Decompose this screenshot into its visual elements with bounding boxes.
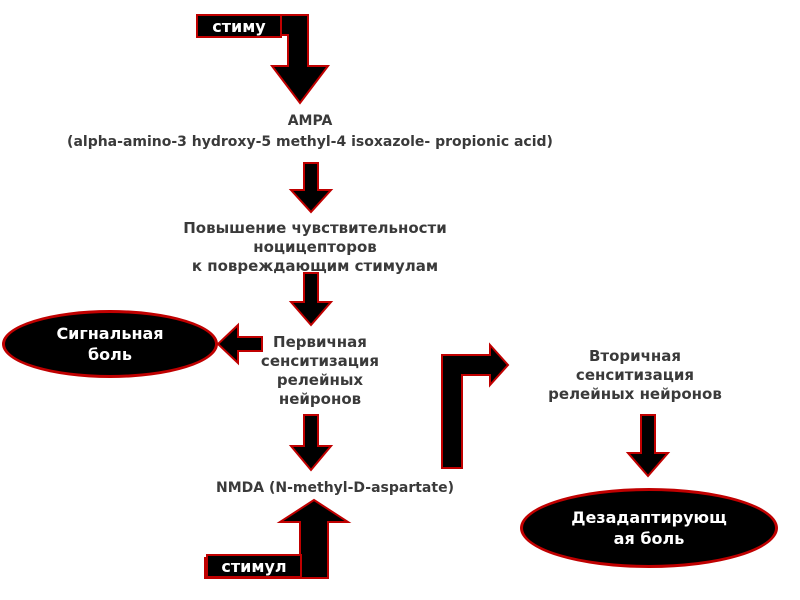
arrow-primary-to-signal-pain	[216, 322, 263, 366]
primary-sensitization-text: Первичная сенситизация релейных нейронов	[260, 333, 380, 408]
arrow-secondary-to-maladaptive	[625, 414, 671, 478]
stimulus-top-label: стиму	[196, 14, 282, 38]
maladaptive-pain-oval: Дезадаптирующ ая боль	[520, 488, 778, 568]
signal-pain-oval: Сигнальная боль	[2, 310, 218, 378]
arrow-ampa-to-sensitivity	[288, 162, 334, 214]
secondary-sensitization-text: Вторичная сенситизация релейных нейронов	[548, 347, 722, 403]
stimulus-bottom-label: стимул	[206, 554, 302, 578]
increase-sensitivity-text: Повышение чувствительности ноцицепторов …	[183, 219, 447, 275]
ampa-name: AMPA	[287, 113, 333, 129]
ampa-full-name: (alpha-amino-3 hydroxy-5 methyl-4 isoxaz…	[67, 134, 553, 150]
nmda-text: NMDA (N-methyl-D-aspartate)	[216, 480, 454, 496]
arrow-nmda-to-secondary	[441, 342, 510, 469]
arrow-primary-to-nmda	[288, 414, 334, 472]
arrow-sensitivity-to-primary	[288, 272, 334, 327]
